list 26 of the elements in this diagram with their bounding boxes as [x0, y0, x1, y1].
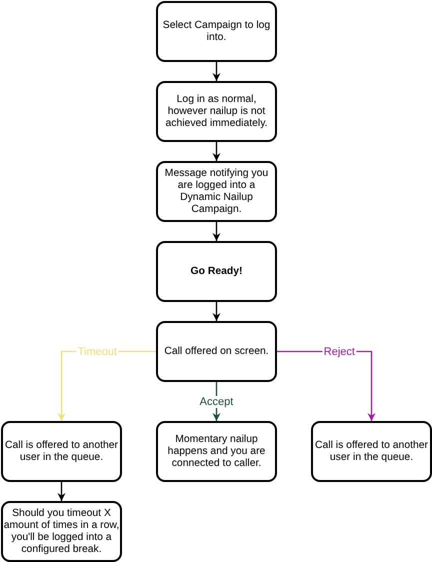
arrow: [212, 222, 220, 241]
process-box: [1, 421, 122, 482]
process-box: [311, 421, 432, 482]
arrow: [212, 302, 220, 321]
step-text: Call is offered to another user in the queue.: [4, 440, 120, 464]
arrow: [212, 142, 220, 161]
edge-label: Reject: [322, 346, 356, 358]
process-box: [1, 501, 122, 562]
step-text: Momentary nailup happens and you are connected to caller.: [166, 434, 266, 470]
step-text: Call offered on screen.: [164, 346, 269, 358]
step-text: Select Campaign to log into.: [162, 20, 272, 44]
process-box: [156, 1, 277, 62]
step-text: Message notifying you are logged into a Dynamic Nailup Campaign.: [164, 168, 270, 216]
arrow: [58, 482, 66, 501]
edge-label: Timeout: [76, 346, 118, 358]
process-box: [156, 161, 277, 222]
step-text: Log in as normal, however nailup is not achieved immediately.: [164, 94, 269, 130]
process-box: [156, 81, 277, 142]
process-box: [156, 321, 277, 382]
process-box: [156, 241, 277, 302]
step-text: Call is offered to another user in the queue.: [314, 440, 430, 464]
process-box: [156, 421, 277, 482]
arrow: [212, 62, 220, 81]
edge-label: Accept: [198, 396, 234, 408]
step-text: Go Ready!: [190, 266, 242, 278]
step-text: Should you timeout X amount of times in a row, you'll be logged into a configured break.: [3, 508, 120, 556]
